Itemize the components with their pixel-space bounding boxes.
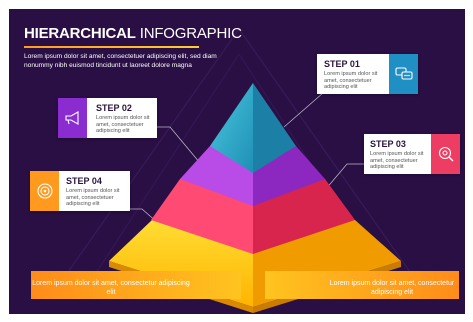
title-underline [24,46,199,48]
banner-left-shape [31,271,241,299]
step-01-icon-box [389,54,418,94]
step-04-icon-box [30,171,59,211]
step-02-title: STEP 02 [96,103,132,113]
step-04-title: STEP 04 [66,176,102,186]
step-03-text: Lorem ipsum dolor sit amet, consectetuer… [370,151,424,171]
pyramid-tier-3 [151,179,355,254]
step-03-card: STEP 03 Lorem ipsum dolor sit amet, cons… [364,134,460,174]
step-01-title: STEP 01 [324,59,360,69]
target-icon [36,183,53,199]
page-title: HIERARCHICAL INFOGRAPHIC [24,25,242,43]
title-bold: HIERARCHICAL [24,25,136,42]
banner-right-shape [265,271,459,299]
step-01-text: Lorem ipsum dolor sit amet, consectetuer… [324,71,378,91]
step-02-text: Lorem ipsum dolor sit amet, consectetuer… [96,115,150,135]
step-03-icon-box [431,134,460,174]
banner-right-text: Lorem ipsum dolor sit amet, consectetur … [329,280,455,296]
pyramid-diagram [31,78,459,313]
step-03-title: STEP 03 [370,139,406,149]
intro-text: Lorem ipsum dolor sit amet, consectetuer… [24,53,217,69]
search-target-icon [438,146,453,162]
connector-step-02 [157,126,206,170]
banner-left-text: Lorem ipsum dolor sit amet, consectetur … [32,280,190,296]
step-04-card: STEP 04 Lorem ipsum dolor sit amet, cons… [30,171,130,211]
infographic-canvas: HIERARCHICAL INFOGRAPHIC Lorem ipsum dol… [9,9,465,314]
step-04-text: Lorem ipsum dolor sit amet, consectetuer… [66,188,120,208]
step-01-card: STEP 01 Lorem ipsum dolor sit amet, cons… [317,54,418,94]
step-02-icon-box [58,98,87,138]
megaphone-icon [64,111,79,125]
chat-bubbles-icon [394,67,413,80]
title-light: INFOGRAPHIC [135,25,242,42]
step-02-card: STEP 02 Lorem ipsum dolor sit amet, cons… [58,98,157,138]
pyramid-tier-1 [210,83,296,173]
